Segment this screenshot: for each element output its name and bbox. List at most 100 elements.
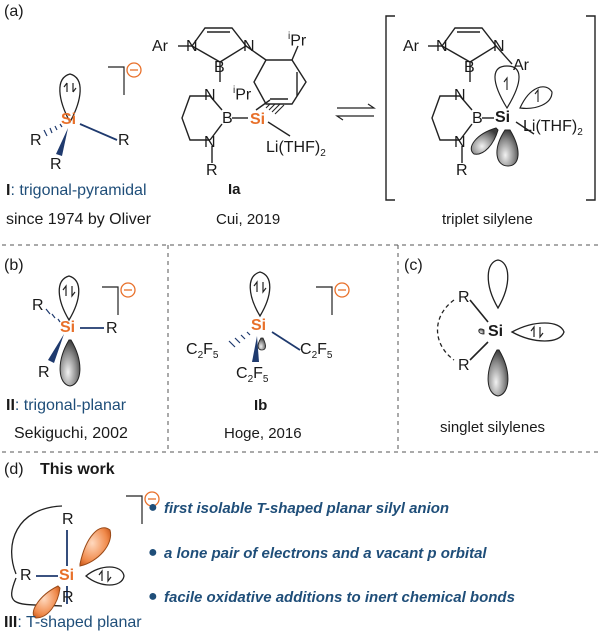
II-geometry: : trigonal-planar [14,397,127,414]
triplet-caption: triplet silylene [442,211,533,228]
triplet-side-lobe [519,86,553,109]
Ia-n4: N [204,134,216,151]
triplet-brackets [385,15,596,201]
triplet-n3: N [454,87,466,104]
I-label: I: trigonal-pyramidal [6,183,147,199]
Ib-c-left: C [186,341,198,358]
II-numeral: II [6,397,15,414]
structure-Ib [228,271,301,362]
panel-separators [2,244,598,453]
triplet-li-sub: 2 [577,127,583,139]
triplet-r: R [456,162,468,179]
Ia-ipr1-text: Pr [290,32,307,50]
I-geometry: : trigonal-pyramidal [10,182,147,199]
singlet-side-lobe [510,322,565,342]
singlet-si: Si [488,323,504,340]
Ib-sub5-left: 5 [212,350,219,362]
Ia-name: Ia [228,181,241,198]
Ib-si-atom: Si [251,317,267,334]
charge-symbols [120,62,350,507]
singlet-sub-r1: R [458,289,470,306]
Ib-sub2-left: 2 [197,350,204,362]
II-sub-r1: R [32,297,44,314]
singlet-lower-lobe [487,349,509,397]
bullet-dot-1: ● [148,499,158,516]
Ia-b-top: B [214,59,225,76]
III-lone-pair-lobe [85,566,125,586]
Ia-n1: N [186,38,198,55]
II-label: II: trigonal-planar [6,398,126,414]
Ib-f-left: F [203,341,213,358]
I-sub-r3: R [50,156,62,173]
Ib-cf-bottom: C2F5 [236,366,268,385]
III-si-atom: Si [59,567,75,584]
Ib-citation: Hoge, 2016 [224,425,302,442]
structure-singlet [436,259,565,397]
triplet-left-lobe [470,127,499,155]
II-sub-r2: R [106,320,118,337]
this-work-title: This work [40,461,115,478]
Ib-sub5-right: 5 [326,350,333,362]
I-citation: since 1974 by Oliver [6,211,151,228]
I-si-atom: Si [61,111,77,128]
Ia-ipr2-sup: i [233,85,236,96]
triplet-b-top: B [464,59,475,76]
triplet-lower-lobe [496,129,519,167]
III-vacant-lobe-lower [32,585,61,619]
triplet-li: Li(THF)2 [523,119,583,138]
panel-c-label: (c) [404,257,423,274]
singlet-sub-r2: R [458,357,470,374]
I-sub-r1: R [30,132,42,149]
equilibrium-arrows [335,103,376,121]
single-electron-icon-2 [534,88,539,102]
Ib-sub5-bottom: 5 [262,374,269,386]
triplet-ar2: Ar [513,57,529,74]
I-numeral: I [6,182,11,199]
Ib-sub2-bottom: 2 [247,374,254,386]
Ia-li-text: Li(THF) [266,139,321,156]
Ia-ipr1: iPr [288,32,306,49]
bullet-dot-2: ● [148,544,158,561]
III-label: III: T-shaped planar [4,615,142,631]
electron-pair-icon-singlet [530,325,544,339]
III-vacant-lobe-upper [79,527,112,567]
III-sub-r-left: R [20,567,32,584]
structure-Ia [178,27,307,163]
II-citation: Sekiguchi, 2002 [14,425,128,442]
Ib-cf-right: C2F5 [300,342,332,361]
singlet-upper-lobe [487,259,509,310]
triplet-si: Si [495,109,511,126]
III-sub-r-top: R [62,511,74,528]
Ib-c-right: C [300,341,312,358]
Ib-c-bottom: C [236,365,248,382]
Ia-citation: Cui, 2019 [216,211,281,228]
triplet-ar1: Ar [403,38,419,55]
III-geometry: : T-shaped planar [17,614,142,631]
Ia-si: Si [250,111,266,128]
structure-II [45,275,104,387]
panel-b-label: (b) [4,257,24,274]
triplet-li-text: Li(THF) [523,118,578,135]
III-sub-r-bottom: R [62,589,74,606]
II-lower-lobe [59,339,81,387]
Ia-ipr2: iPr [233,86,251,103]
electron-pair-icon-Ib [253,280,267,294]
ipr-hash-bond [265,103,285,115]
structure-triplet [428,27,535,163]
III-numeral: III [4,614,18,631]
single-electron-icon [503,76,508,90]
Ia-li: Li(THF)2 [266,140,326,159]
bullet-1: first isolable T-shaped planar silyl ani… [164,500,450,517]
panel-a-label: (a) [4,3,24,20]
Ib-f-bottom: F [253,365,263,382]
bullet-dot-3: ● [148,588,158,605]
bullet-2: a lone pair of electrons and a vacant p … [164,545,487,562]
Ib-name: Ib [254,397,268,414]
Ia-ar: Ar [152,38,168,55]
triplet-n4: N [454,134,466,151]
Ia-b-mid: B [222,110,233,127]
structure-III [11,505,125,619]
triplet-n1: N [436,38,448,55]
